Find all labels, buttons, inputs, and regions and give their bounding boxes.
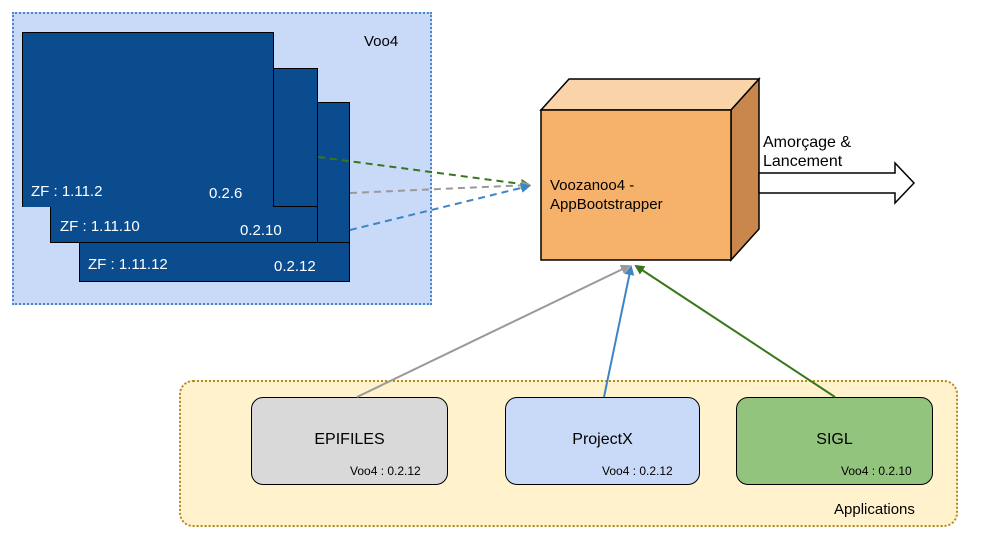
bootstrapper-label: Voozanoo4 - AppBootstrapper (550, 176, 663, 214)
output-arrow-label: Amorçage & Lancement (763, 133, 851, 171)
app-sigl-version: Voo4 : 0.2.10 (841, 464, 912, 478)
version-card-3-side (318, 102, 350, 243)
output-arrow (758, 161, 916, 205)
bootstrapper-cube-front (540, 109, 732, 261)
link-projectx (603, 265, 635, 398)
version-card-3-strip (79, 243, 350, 282)
voo4-group-label: Voo4 (364, 33, 399, 50)
app-epifiles (251, 397, 448, 485)
version-card-2-strip (50, 207, 318, 243)
app-epifiles-version: Voo4 : 0.2.12 (350, 464, 421, 478)
app-sigl-name: SIGL (816, 431, 853, 448)
link-card-1 (317, 156, 531, 189)
app-projectx-name: ProjectX (572, 431, 633, 448)
version-card-2-side (274, 68, 318, 207)
link-epifiles (356, 264, 631, 398)
card-3-zf: ZF : 1.11.12 (88, 256, 168, 273)
version-card-1-front (22, 32, 274, 207)
card-1-version: 0.2.6 (209, 185, 243, 202)
output-arrow-label-line1: Amorçage & (763, 134, 852, 151)
applications-label: Applications (834, 501, 915, 518)
card-3-version: 0.2.12 (274, 258, 316, 275)
card-2-version: 0.2.10 (240, 222, 282, 239)
link-card-2 (349, 180, 531, 194)
bootstrapper-cube-top (539, 78, 761, 111)
bootstrapper-label-line2: AppBootstrapper (550, 196, 663, 213)
bootstrapper-cube-side (730, 77, 760, 262)
link-sigl (634, 264, 836, 398)
app-projectx-version: Voo4 : 0.2.12 (602, 464, 673, 478)
link-card-3 (349, 183, 531, 231)
output-arrow-label-line2: Lancement (763, 153, 843, 170)
card-2-zf: ZF : 1.11.10 (60, 218, 140, 235)
bootstrapper-label-line1: Voozanoo4 - (550, 177, 635, 194)
app-epifiles-name: EPIFILES (314, 431, 385, 448)
card-1-zf: ZF : 1.11.2 (31, 183, 103, 200)
app-sigl (736, 397, 933, 485)
app-projectx (505, 397, 700, 485)
